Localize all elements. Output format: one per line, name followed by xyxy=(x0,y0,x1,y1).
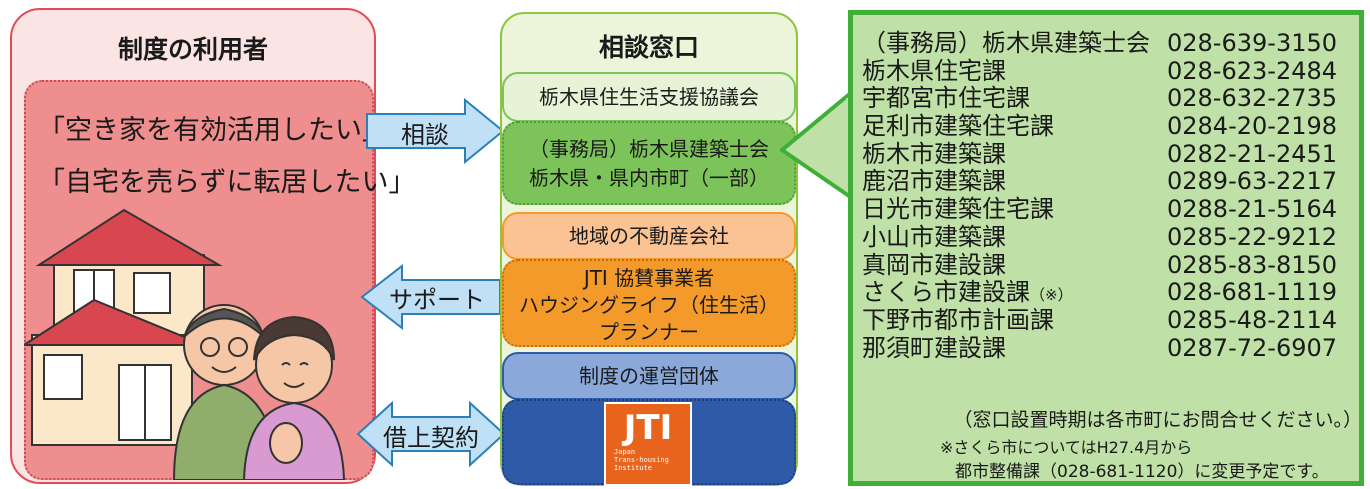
contact-list-panel xyxy=(848,10,1364,486)
jti-partner-line: JTI 協賛事業者 xyxy=(583,266,715,290)
contact-phone: 028-681-1119 xyxy=(1167,278,1338,307)
contact-name: さくら市建設課 xyxy=(862,278,1030,307)
contact-name: （事務局）栃木県建築士会 xyxy=(862,29,1150,57)
contact-row: 真岡市建設課 0285-83-8150 xyxy=(862,250,1362,280)
support-arrow-icon xyxy=(360,264,501,330)
support-arrow-label: サポート xyxy=(389,286,485,314)
contact-row: 栃木県住宅課 028-623-2484 xyxy=(862,56,1362,86)
operator-header-label: 制度の運営団体 xyxy=(579,364,719,388)
wish-vacant-house: 「空き家を有効活用したい」 xyxy=(38,115,389,146)
jti-logo-text: JTI xyxy=(623,408,673,448)
contact-phone: 0285-83-8150 xyxy=(1167,250,1338,279)
sakura-change-note-1: ※さくら市についてはH27.4月から xyxy=(940,438,1193,457)
council-header-label: 栃木県住生活支援協議会 xyxy=(539,85,759,109)
jti-logo-sub-1: Japan xyxy=(614,448,636,456)
window-timing-note: （窓口設置時期は各市町にお問合せください。） xyxy=(953,409,1362,431)
council-office-line: （事務局）栃木県建築士会 xyxy=(529,137,769,161)
contact-row: 小山市建築課 0285-22-9212 xyxy=(862,222,1362,252)
council-body: （事務局）栃木県建築士会 栃木県・県内市町（一部） xyxy=(502,121,796,205)
contact-phone: 0282-21-2451 xyxy=(1167,139,1338,168)
contact-phone: 028-632-2735 xyxy=(1167,84,1338,113)
realestate-body: JTI 協賛事業者 ハウジングライフ（住生活） プランナー xyxy=(502,259,796,347)
consult-arrow-icon xyxy=(366,98,505,164)
contact-name: 鹿沼市建築課 xyxy=(862,167,1006,196)
consult-arrow-label: 相談 xyxy=(401,121,449,149)
contact-note: （※） xyxy=(1030,286,1073,305)
contact-name: 足利市建築住宅課 xyxy=(862,112,1054,141)
contact-row: 那須町建設課 0287-72-6907 xyxy=(862,333,1362,363)
contact-phone: 0287-72-6907 xyxy=(1167,333,1338,362)
contact-name: 下野市都市計画課 xyxy=(862,305,1054,334)
contact-name: 小山市建築課 xyxy=(862,222,1006,251)
council-header: 栃木県住生活支援協議会 xyxy=(502,72,796,122)
contact-phone: 0285-22-9212 xyxy=(1167,222,1338,251)
contact-row: 宇都宮市住宅課 028-632-2735 xyxy=(862,85,1362,113)
contact-name: 宇都宮市住宅課 xyxy=(862,84,1030,113)
wish-relocate: 「自宅を売らずに転居したい」 xyxy=(38,167,416,198)
contact-name-with-note: さくら市建設課（※） xyxy=(862,278,1073,310)
jti-logo-sub-3: Institute xyxy=(614,464,652,472)
contact-phone: 028-623-2484 xyxy=(1167,56,1338,85)
contact-phone: 0285-48-2114 xyxy=(1167,305,1338,334)
contact-phone: 028-639-3150 xyxy=(1167,29,1338,57)
realestate-header: 地域の不動産会社 xyxy=(502,212,796,260)
jti-logo-sub-2: Trans-housing xyxy=(614,456,669,464)
contact-row: 栃木市建築課 0282-21-2451 xyxy=(862,139,1362,169)
contact-row: 日光市建築住宅課 0288-21-5164 xyxy=(862,195,1362,224)
contact-name: 那須町建設課 xyxy=(862,333,1006,362)
contact-row: 鹿沼市建築課 0289-63-2217 xyxy=(862,168,1362,196)
sakura-change-note-2: 都市整備課（028-681-1120）に変更予定です。 xyxy=(955,462,1329,482)
contact-row: さくら市建設課（※） 028-681-1119 xyxy=(862,278,1362,310)
contact-list: （事務局）栃木県建築士会 028-639-3150 栃木県住宅課 028-623-24… xyxy=(862,29,1362,363)
council-members-line: 栃木県・県内市町（一部） xyxy=(529,166,769,190)
lease-arrow-label: 借上契約 xyxy=(383,424,479,452)
housing-life-line: ハウジングライフ（住生活） xyxy=(519,293,779,317)
users-title: 制度の利用者 xyxy=(117,35,268,64)
contact-phone: 0284-20-2198 xyxy=(1167,112,1338,141)
realestate-header-label: 地域の不動産会社 xyxy=(569,224,729,248)
contact-row: （事務局）栃木県建築士会 028-639-3150 xyxy=(862,29,1362,58)
operator-header: 制度の運営団体 xyxy=(502,352,796,400)
consultation-window-title: 相談窓口 xyxy=(598,33,699,62)
contact-name: 日光市建築住宅課 xyxy=(862,195,1054,224)
jti-logo: JTI Japan Trans-housing Institute xyxy=(604,402,692,486)
callout-pointer xyxy=(780,90,854,200)
contact-phone: 0289-63-2217 xyxy=(1167,167,1338,196)
contact-row: 足利市建築住宅課 0284-20-2198 xyxy=(862,112,1362,141)
contact-phone: 0288-21-5164 xyxy=(1167,195,1338,224)
contact-name: 栃木市建築課 xyxy=(862,139,1006,168)
contact-name: 栃木県住宅課 xyxy=(862,56,1006,85)
house-and-couple-illustration xyxy=(24,208,346,480)
planner-line: プランナー xyxy=(599,320,699,344)
contact-row: 下野市都市計画課 0285-48-2114 xyxy=(862,305,1362,335)
contact-name: 真岡市建設課 xyxy=(862,250,1006,279)
